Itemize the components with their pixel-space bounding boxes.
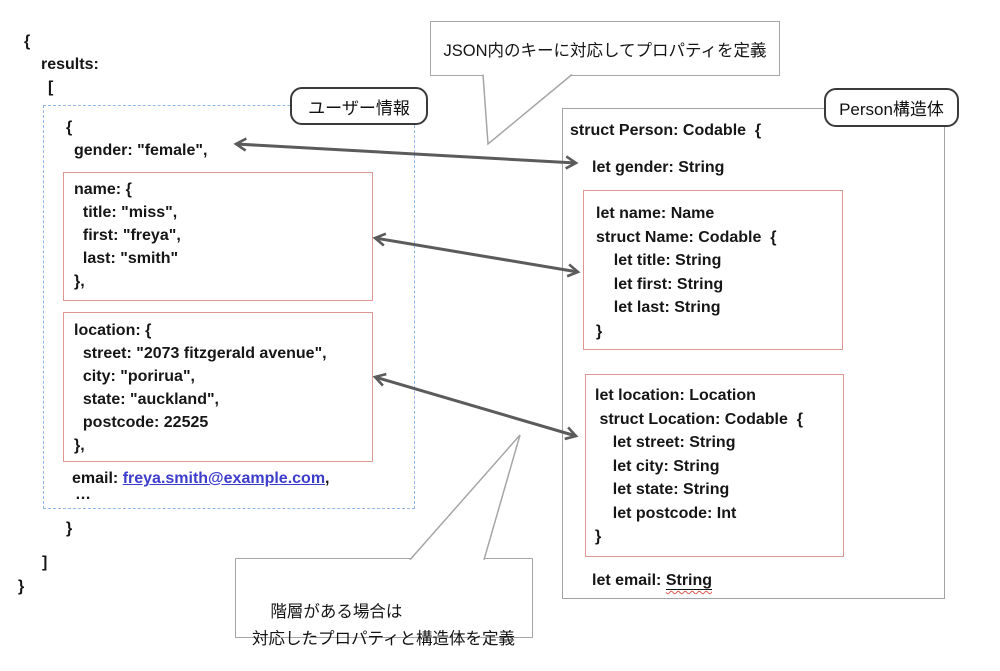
callout-bottom-tail [409, 434, 521, 561]
struct-name-box: let name: Name struct Name: Codable { le… [583, 190, 843, 350]
json-email-line: email: freya.smith@example.com, [72, 467, 330, 490]
json-email-link[interactable]: freya.smith@example.com [122, 470, 326, 487]
struct-location-box: let location: Location struct Location: … [585, 374, 844, 557]
json-array-open-bracket: [ [48, 79, 54, 96]
struct-email-prefix: let email: [592, 572, 666, 589]
json-location-box: location: { street: "2073 fitzgerald ave… [63, 312, 373, 462]
callout-bottom: 階層がある場合は 対応したプロパティと構造体を定義 [235, 558, 533, 648]
json-root-close-brace: } [18, 578, 25, 595]
struct-gender-line: let gender: String [592, 159, 725, 176]
struct-email-type: String [665, 572, 713, 590]
json-name-block: name: { title: "miss", first: "freya", l… [74, 181, 181, 290]
struct-email-line: let email: String [592, 569, 713, 593]
user-info-label-text: ユーザー情報 [308, 98, 410, 118]
struct-location-block: let location: Location struct Location: … [595, 387, 804, 545]
callout-bottom-text: 階層がある場合は 対応したプロパティと構造体を定義 [252, 603, 516, 648]
json-email-comma: , [325, 470, 330, 487]
person-struct-label-text: Person構造体 [839, 100, 944, 119]
json-object-close-brace: } [66, 520, 73, 537]
json-root-open-brace: { [24, 33, 31, 50]
callout-top-tail [482, 73, 573, 146]
struct-name-block: let name: Name struct Name: Codable { le… [596, 205, 777, 340]
json-name-box: name: { title: "miss", first: "freya", l… [63, 172, 373, 301]
json-gender-line: gender: "female", [74, 142, 208, 159]
json-location-block: location: { street: "2073 fitzgerald ave… [74, 322, 327, 454]
struct-header-line: struct Person: Codable { [570, 122, 762, 139]
json-results-label: results: [41, 56, 99, 73]
json-array-close-bracket: ] [42, 554, 48, 571]
callout-top: JSON内のキーに対応してプロパティを定義 [430, 21, 780, 76]
callout-top-text: JSON内のキーに対応してプロパティを定義 [443, 41, 767, 60]
json-object-dashed-box [43, 105, 415, 509]
json-ellipsis: … [75, 486, 91, 503]
person-struct-label: Person構造体 [824, 88, 959, 127]
json-object-open-brace: { [66, 119, 73, 136]
json-email-label: email: [72, 470, 123, 487]
user-info-label: ユーザー情報 [290, 87, 428, 125]
